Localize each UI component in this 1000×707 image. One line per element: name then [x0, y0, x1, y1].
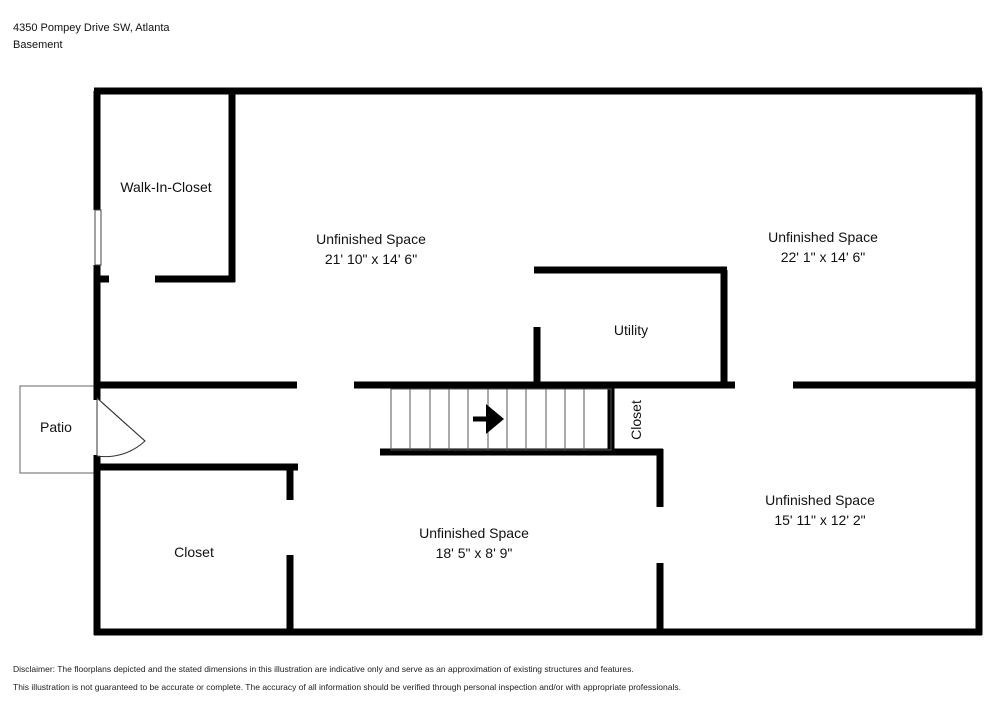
- room-dims-unfinished-right-top: 22' 1" x 14' 6": [781, 249, 866, 265]
- room-dims-unfinished-left: 21' 10" x 14' 6": [325, 251, 417, 267]
- floor-name: Basement: [13, 39, 63, 51]
- room-name-patio: Patio: [40, 419, 72, 435]
- room-name-closet-left: Closet: [174, 544, 214, 560]
- walls: [93, 87, 983, 636]
- room-name-closet-small: Closet: [628, 400, 644, 440]
- door-swing: [96, 396, 146, 458]
- room-name-utility: Utility: [614, 322, 648, 338]
- room-name-unfinished-right-top: Unfinished Space: [768, 229, 878, 245]
- room-dims-unfinished-right-bottom: 15' 11" x 12' 2": [774, 512, 865, 528]
- property-address: 4350 Pompey Drive SW, Atlanta: [13, 22, 170, 34]
- window: [94, 209, 102, 266]
- disclaimer-line-2: This illustration is not guaranteed to b…: [13, 682, 681, 692]
- arrow-right-icon: [473, 404, 504, 434]
- room-name-walk-in-closet: Walk-In-Closet: [120, 179, 211, 195]
- disclaimer-line-1: Disclaimer: The floorplans depicted and …: [13, 664, 634, 674]
- room-name-unfinished-bottom-mid: Unfinished Space: [419, 525, 529, 541]
- room-dims-unfinished-bottom-mid: 18' 5" x 8' 9": [436, 545, 513, 561]
- room-name-unfinished-left: Unfinished Space: [316, 231, 426, 247]
- room-name-unfinished-right-bottom: Unfinished Space: [765, 492, 875, 508]
